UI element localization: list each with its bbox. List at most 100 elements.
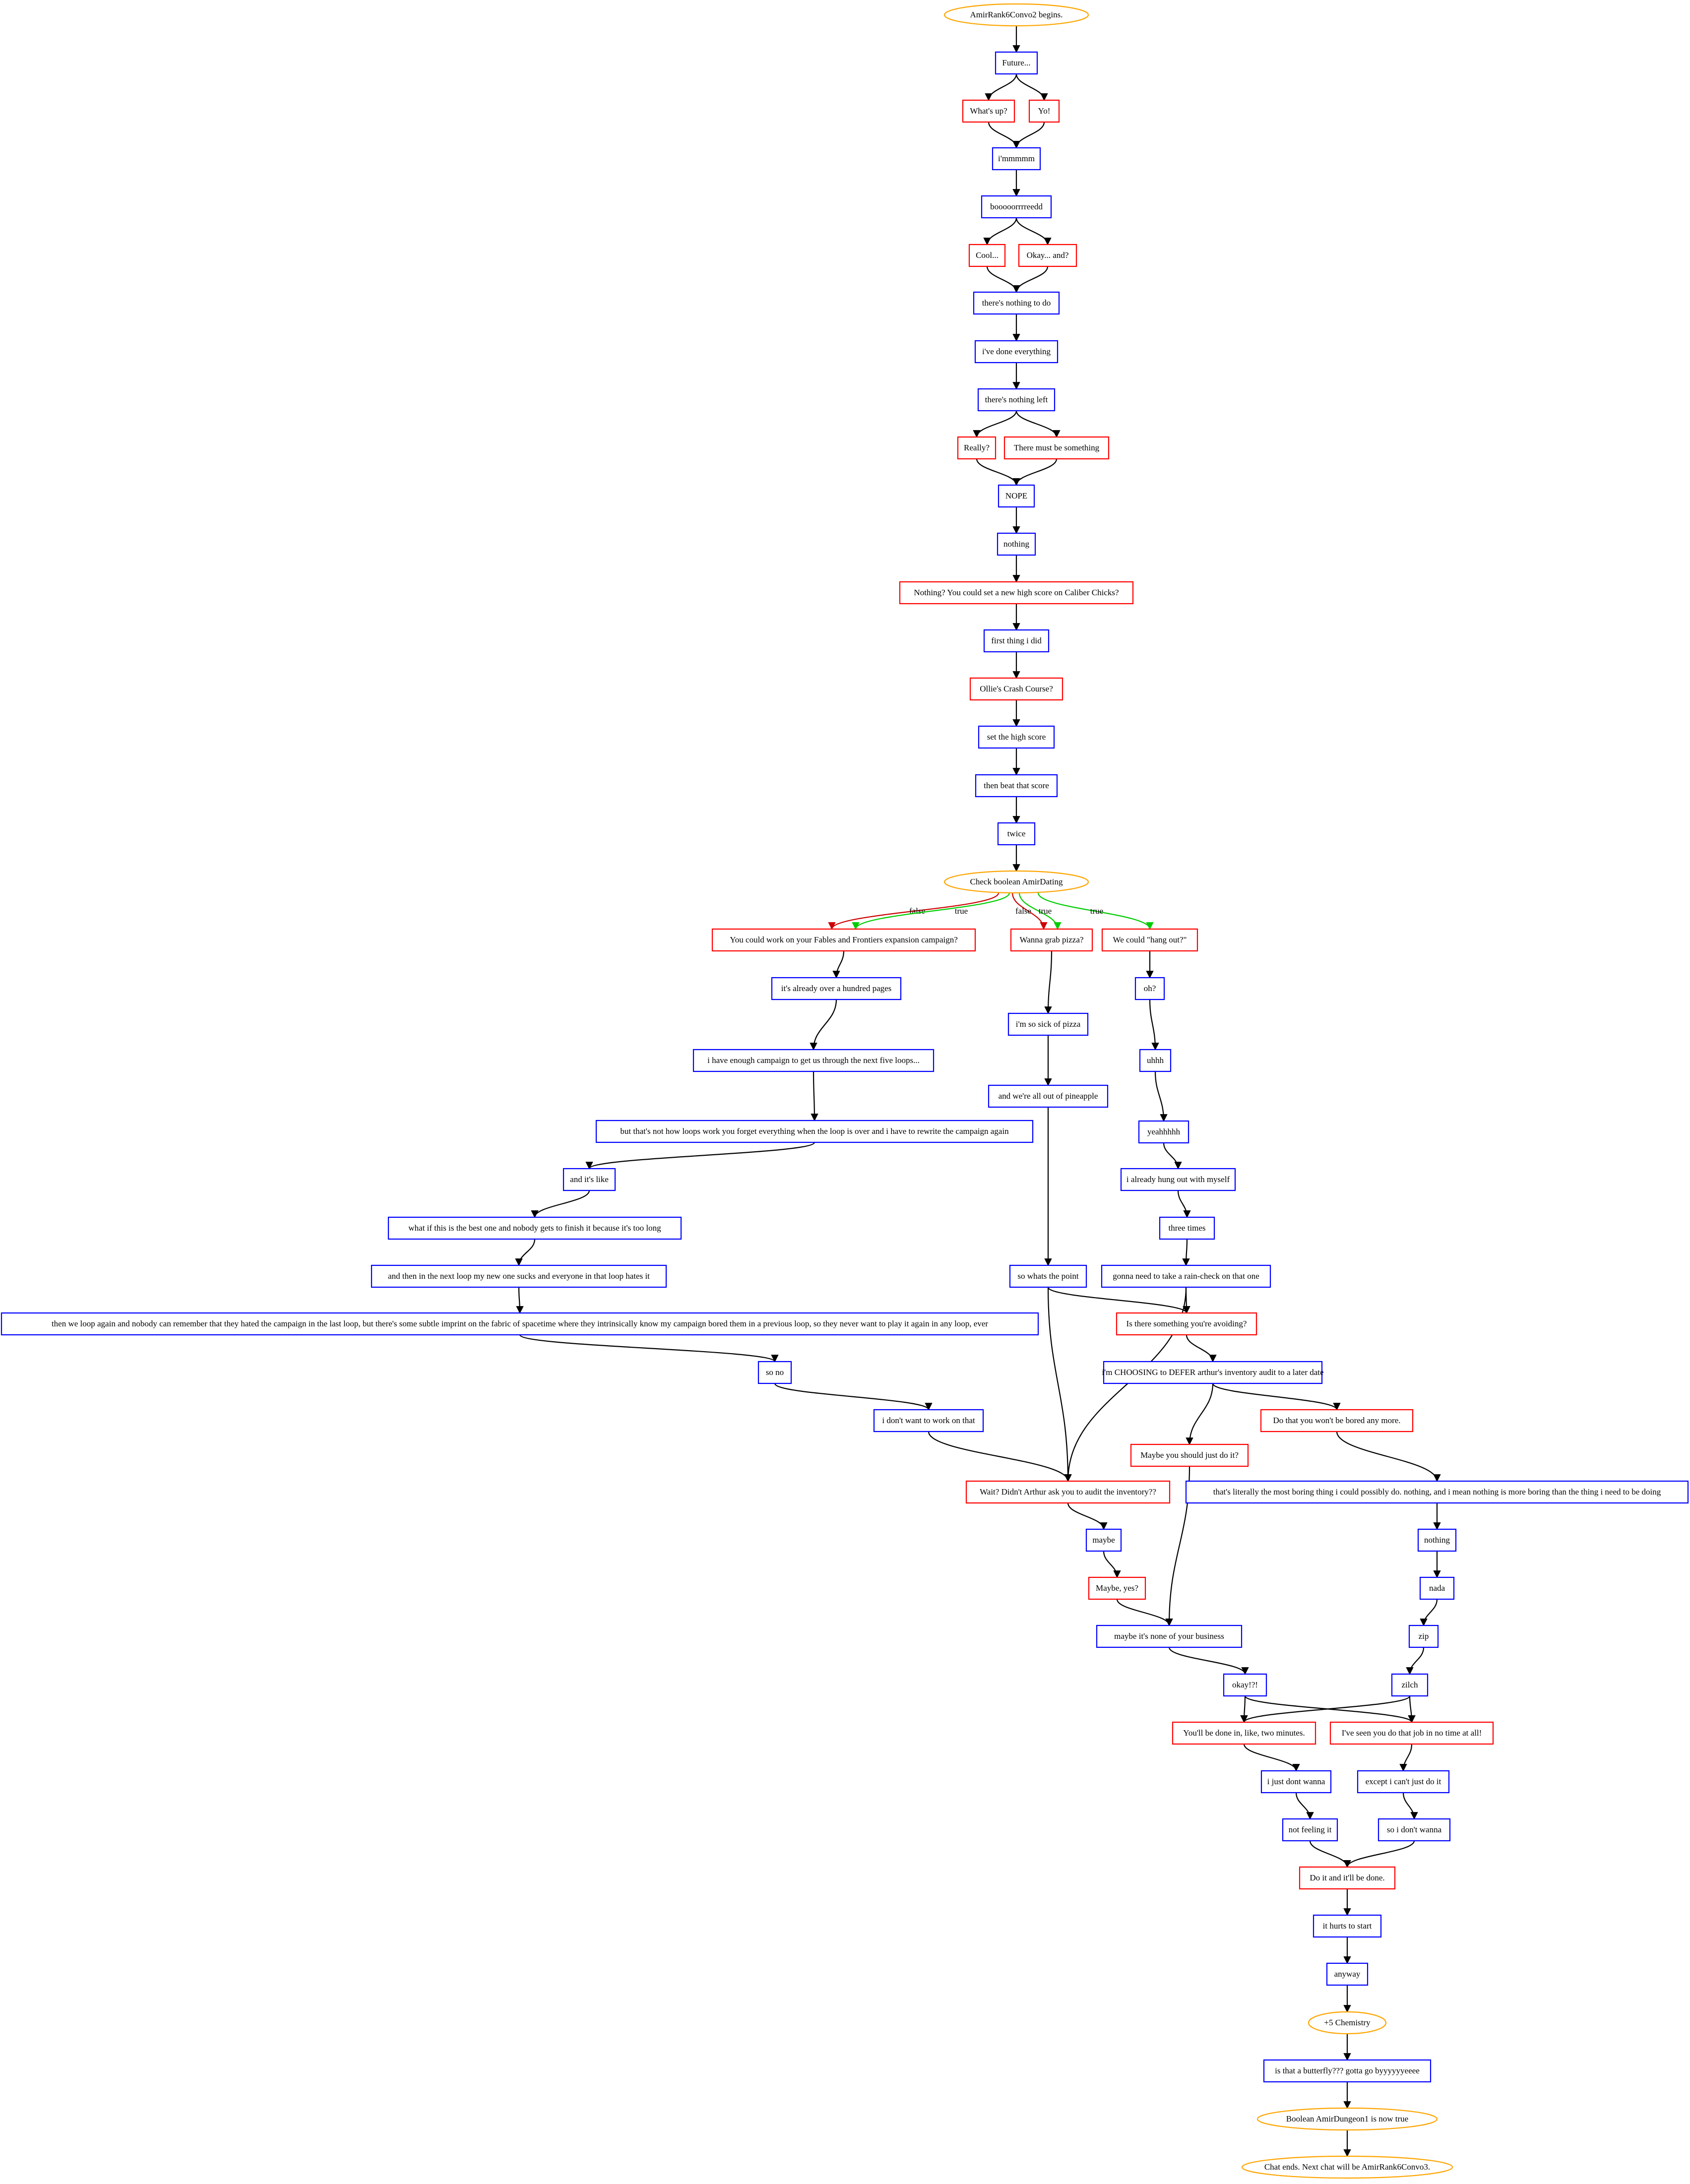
node-label: Boolean AmirDungeon1 is now true (1286, 2114, 1408, 2123)
edge-soidont-to-doitdone (1343, 1840, 1415, 1868)
node-sono: so no (757, 1361, 792, 1384)
node-okayand: Okay... and? (1018, 244, 1077, 267)
node-label: Do it and it'll be done. (1310, 1873, 1384, 1882)
node-label: Wait? Didn't Arthur ask you to audit the… (980, 1487, 1156, 1497)
node-doneeverything: i've done everything (974, 340, 1059, 364)
player-choice-box (1172, 1721, 1316, 1745)
node-bored: booooorrrreedd (981, 195, 1052, 219)
player-choice-box (1088, 1576, 1146, 1600)
node-notfeeling: not feeling it (1282, 1818, 1338, 1842)
node-pineapple: and we're all out of pineapple (988, 1084, 1109, 1108)
node-donotbored: Do that you won't be bored any more. (1260, 1409, 1414, 1433)
node-yo: Yo! (1028, 99, 1060, 123)
npc-line-box (992, 147, 1041, 171)
npc-line-box (1138, 1120, 1189, 1144)
edge-check-to-pizza-true (1018, 892, 1062, 930)
npc-line-box (1101, 1264, 1271, 1288)
edge-future-to-whatsup (985, 73, 1017, 101)
event-ellipse (1256, 2107, 1438, 2131)
edge-okay-to-twominutes (1240, 1695, 1248, 1723)
player-choice-box (968, 244, 1006, 267)
node-whatif: what if this is the best one and nobody … (387, 1216, 682, 1240)
npc-line-box (1159, 1216, 1215, 1240)
node-label: okay!?! (1232, 1680, 1258, 1689)
edge-waitarthur-to-maybe (1067, 1502, 1108, 1530)
npc-line-box (1260, 1770, 1332, 1794)
edge-choosing-to-justdoit (1186, 1383, 1214, 1445)
npc-line-box (1326, 1962, 1369, 1986)
player-choice-box (1018, 244, 1077, 267)
node-hangout: We could "hang out?" (1101, 928, 1198, 952)
node-label: gonna need to take a rain-check on that … (1113, 1271, 1259, 1281)
node-label: uhhh (1147, 1056, 1164, 1065)
edge-okayand-to-nothingtodo (1012, 266, 1049, 293)
npc-line-box (1085, 1528, 1122, 1552)
node-twice: twice (997, 822, 1036, 846)
node-yeahhh: yeahhhhh (1138, 1120, 1189, 1144)
npc-line-box (995, 51, 1038, 75)
node-label: i'm CHOOSING to DEFER arthur's inventory… (1102, 1368, 1323, 1377)
edge-label: true (1039, 906, 1052, 916)
node-label: +5 Chemistry (1324, 2018, 1371, 2027)
edge-whatspoint-to-avoiding (1047, 1287, 1190, 1314)
node-label: is that a butterfly??? gotta go byyyyyye… (1275, 2066, 1420, 2075)
nodes-layer: AmirRank6Convo2 begins.Future...What's u… (0, 3, 1689, 2179)
edge-really-to-nope (976, 458, 1020, 486)
node-label: Wanna grab pizza? (1020, 935, 1084, 944)
npc-line-box (0, 1312, 1039, 1336)
player-choice-box (965, 1480, 1171, 1504)
node-nada: nada (1419, 1576, 1455, 1600)
npc-line-box (1391, 1673, 1429, 1697)
node-label: it hurts to start (1323, 1921, 1372, 1931)
player-choice-box (1003, 436, 1110, 460)
player-choice-box (711, 928, 976, 952)
event-ellipse (943, 870, 1089, 894)
node-label: nada (1429, 1583, 1445, 1593)
npc-line-box (983, 629, 1050, 653)
edge-future-to-yo (1015, 73, 1048, 101)
node-check: Check boolean AmirDating (943, 870, 1089, 894)
node-dungeon: Boolean AmirDungeon1 is now true (1256, 2107, 1438, 2131)
node-label: not feeling it (1289, 1825, 1332, 1834)
npc-line-box (1185, 1480, 1689, 1504)
node-label: i have enough campaign to get us through… (707, 1056, 920, 1065)
edge-nothingleft-to-really (973, 410, 1017, 438)
node-butterfly: is that a butterfly??? gotta go byyyyyye… (1263, 2059, 1432, 2083)
node-label: There must be something (1014, 443, 1100, 452)
node-label: You'll be done in, like, two minutes. (1183, 1728, 1305, 1738)
node-label: first thing i did (991, 636, 1042, 645)
edge-check-to-hangout-true (1037, 892, 1154, 930)
npc-line-box (1263, 2059, 1432, 2083)
node-label: Is there something you're avoiding? (1127, 1319, 1247, 1328)
npc-line-box (973, 291, 1060, 315)
npc-line-box (1096, 1624, 1243, 1648)
edge-maybe-to-maybeyes (1103, 1551, 1121, 1578)
node-soidont: so i don't wanna (1377, 1818, 1451, 1842)
npc-line-box (692, 1049, 935, 1072)
node-label: Maybe you should just do it? (1140, 1450, 1239, 1460)
node-label: i just dont wanna (1267, 1777, 1325, 1786)
player-choice-box (1010, 928, 1093, 952)
node-nothing2: nothing (1417, 1528, 1457, 1552)
node-fables: You could work on your Fables and Fronti… (711, 928, 976, 952)
node-label: Do that you won't be bored any more. (1273, 1416, 1400, 1425)
player-choice-box (1101, 928, 1198, 952)
node-label: i already hung out with myself (1127, 1175, 1230, 1184)
node-label: Nothing? You could set a new high score … (914, 588, 1119, 597)
node-label: so no (766, 1368, 784, 1377)
node-maybeyes: Maybe, yes? (1088, 1576, 1146, 1600)
edge-whatspoint-to-waitarthur (1047, 1287, 1072, 1482)
node-noneof: maybe it's none of your business (1096, 1624, 1243, 1648)
npc-line-box (974, 340, 1059, 364)
player-choice-box (962, 99, 1015, 123)
node-whatsup: What's up? (962, 99, 1015, 123)
node-twominutes: You'll be done in, like, two minutes. (1172, 1721, 1316, 1745)
npc-line-box (1103, 1361, 1323, 1384)
node-label: i'mmmmm (998, 154, 1035, 163)
edge-yo-to-imm (1012, 122, 1045, 149)
edge-fables-to-hundred (832, 950, 845, 979)
edge-whatif-to-nextloop (515, 1239, 536, 1266)
npc-line-box (1417, 1528, 1457, 1552)
npc-line-box (981, 195, 1052, 219)
